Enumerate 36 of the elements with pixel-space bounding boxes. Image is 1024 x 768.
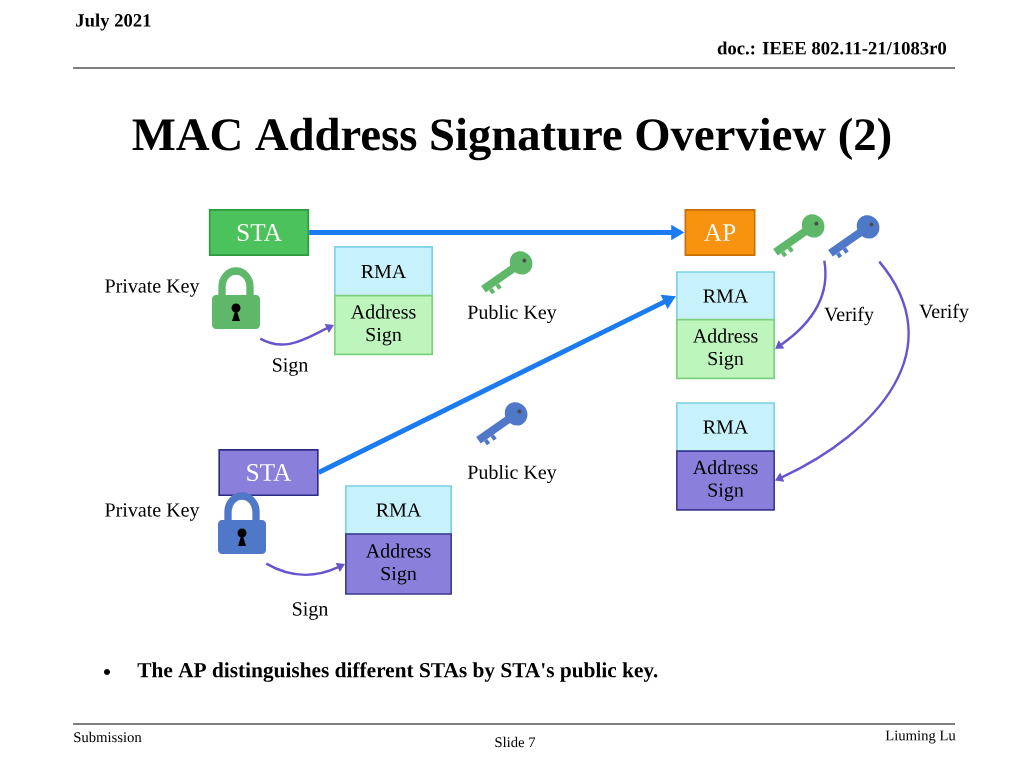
- edge-label: Verify: [917, 302, 971, 324]
- key-label: Public Key: [467, 304, 557, 324]
- key-label: Private Key: [105, 279, 200, 297]
- document-number: doc.: IEEE 802.11-21/1083r0: [717, 41, 947, 55]
- station-box: STA: [208, 209, 310, 256]
- footer-text: Submission: [74, 731, 142, 743]
- key-icon: [828, 215, 880, 259]
- rma-field: RMA: [345, 485, 452, 535]
- arrow: [265, 562, 345, 577]
- footer-author: Liuming Lu: [885, 730, 956, 744]
- slide-title: MAC Address Signature Overview (2): [132, 117, 891, 161]
- edge-label: Sign: [290, 600, 330, 622]
- access-point-box: AP: [684, 209, 756, 256]
- rma-field: RMA: [676, 402, 775, 452]
- arrow: [775, 260, 910, 482]
- rma-field: RMA: [676, 271, 775, 321]
- signature-field: Address Sign: [345, 533, 452, 595]
- bullet-text: The AP distinguishes different STAs by STA's public key.: [137, 662, 658, 682]
- station-box: STA: [218, 449, 319, 496]
- key-icon: [773, 214, 825, 258]
- edge-label: Sign: [270, 356, 310, 378]
- key-label: Public Key: [467, 464, 557, 484]
- header-date: July 2021: [76, 13, 151, 31]
- signature-field: Address Sign: [334, 294, 433, 356]
- arrow: [259, 323, 334, 346]
- arrow: [775, 260, 827, 349]
- key-icon: [476, 402, 528, 446]
- rma-field: RMA: [334, 246, 433, 297]
- key-label: Private Key: [105, 503, 200, 521]
- edge-label: Verify: [822, 305, 876, 327]
- padlock-icon: [212, 267, 260, 329]
- slide-number: Slide 7: [495, 736, 536, 748]
- signature-field: Address Sign: [676, 318, 775, 380]
- signature-field: Address Sign: [676, 450, 775, 511]
- padlock-icon: [218, 492, 266, 554]
- key-icon: [481, 251, 533, 295]
